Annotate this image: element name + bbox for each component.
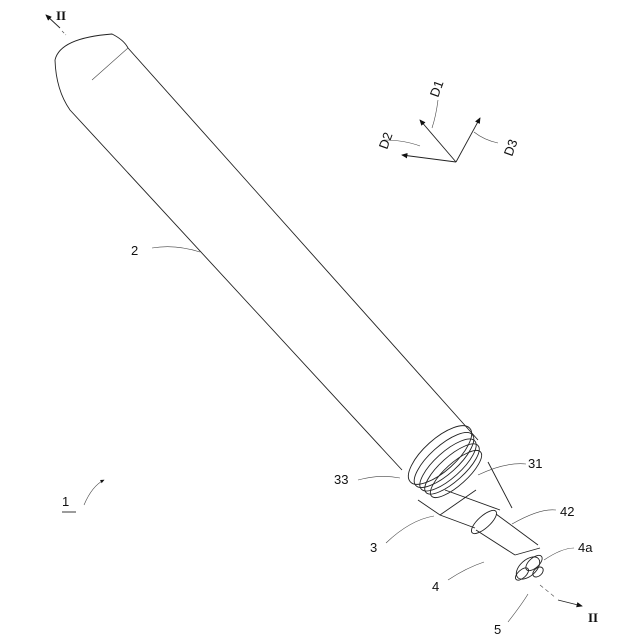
section-marker-bottom: II xyxy=(540,585,598,625)
connector-rings xyxy=(400,416,488,515)
label-tip-end: 4a xyxy=(578,540,593,555)
label-d1: D1 xyxy=(427,78,447,99)
label-tip: 4 xyxy=(432,579,439,594)
leader-lines xyxy=(152,247,574,622)
label-tip-sleeve: 42 xyxy=(560,504,574,519)
sleeve xyxy=(468,507,538,555)
label-device: 1 xyxy=(62,494,69,509)
label-connector-base: 31 xyxy=(528,456,542,471)
label-connector: 3 xyxy=(370,540,377,555)
label-d3: D3 xyxy=(501,137,521,158)
label-d2: D2 xyxy=(376,130,396,151)
label-tube: 2 xyxy=(131,243,138,258)
section-marker-top: II xyxy=(46,8,66,35)
direction-indicator xyxy=(384,100,498,162)
section-label-bottom: II xyxy=(588,610,598,625)
tube-body xyxy=(55,34,478,470)
label-heads: 5 xyxy=(494,622,501,637)
section-label-top: II xyxy=(56,8,66,23)
label-connector-ring: 33 xyxy=(334,472,348,487)
tip xyxy=(512,548,545,583)
